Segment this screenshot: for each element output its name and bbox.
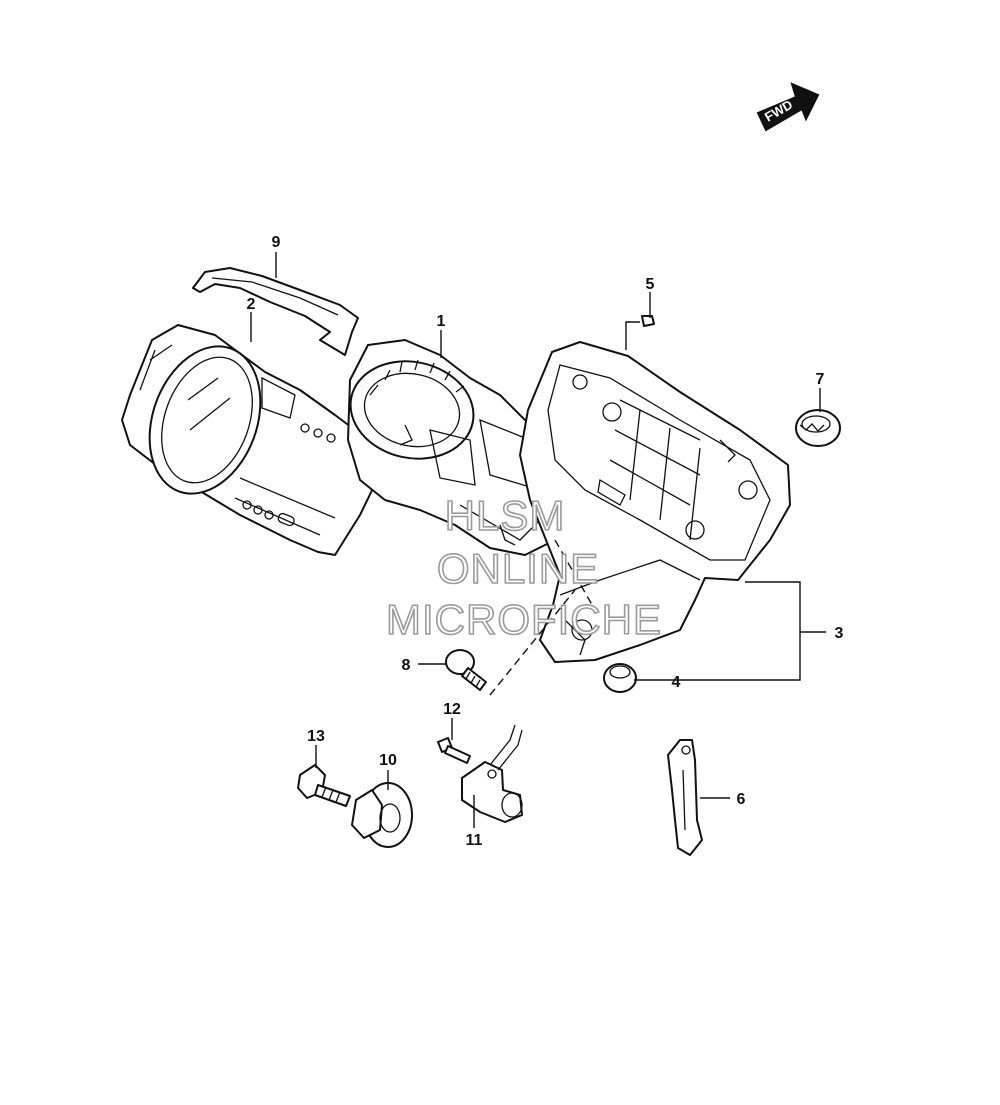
callouts: 9 2 1 5 7 3 4 8 12 11 13 10 6	[247, 234, 844, 849]
part-4-grommet	[603, 663, 637, 693]
callout-2: 2	[247, 296, 256, 313]
part-12-bolt	[437, 737, 471, 764]
callout-3: 3	[835, 625, 844, 642]
forward-arrow-icon: FWD	[756, 82, 820, 132]
callout-4: 4	[672, 674, 681, 691]
leader-lines	[250, 252, 826, 828]
watermark-line-2: ONLINE	[437, 545, 599, 592]
callout-8: 8	[402, 657, 411, 674]
part-3-bracket	[519, 341, 791, 663]
part-6-strap	[667, 739, 703, 856]
part-7-grommet	[795, 409, 841, 447]
watermark: HLSM ONLINE MICROFICHE	[385, 491, 662, 644]
callout-7: 7	[816, 371, 825, 388]
part-8-bolt	[445, 649, 487, 691]
callout-13: 13	[307, 728, 325, 745]
callout-11: 11	[466, 832, 483, 849]
part-10-damper	[351, 782, 413, 848]
part-2-meter-case	[121, 324, 379, 556]
watermark-line-1: HLSM	[445, 492, 566, 539]
part-5-screw	[625, 315, 655, 350]
callout-6: 6	[737, 791, 746, 808]
callout-5: 5	[646, 276, 655, 293]
part-9-cover	[192, 267, 359, 356]
part-11-sensor	[461, 724, 523, 823]
connection-lines	[489, 539, 596, 696]
callout-12: 12	[443, 701, 461, 718]
watermark-line-3: MICROFICHE	[386, 596, 662, 643]
callout-9: 9	[272, 234, 281, 251]
callout-10: 10	[379, 752, 397, 769]
part-13-bolt	[297, 764, 351, 807]
callout-1: 1	[437, 313, 446, 330]
